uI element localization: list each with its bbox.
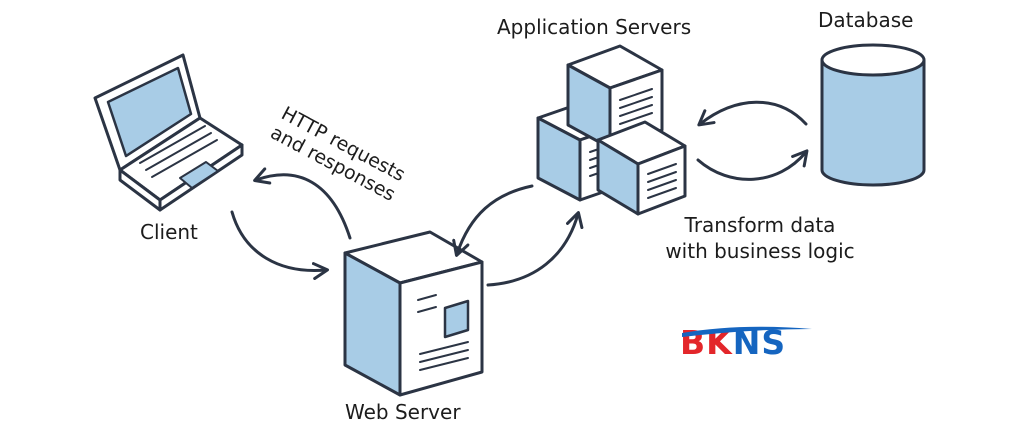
arrow-web-to-client: [253, 167, 352, 240]
web-server-label: Web Server: [345, 400, 461, 424]
logo-wordmark: BKNS: [680, 325, 786, 361]
logo-swoosh-icon: [682, 326, 812, 337]
arrow-web-to-app: [486, 211, 584, 287]
app-servers-label: Application Servers: [497, 15, 692, 39]
server-tower-icon: [343, 230, 484, 397]
database-cylinder-icon: [820, 43, 926, 187]
arrow-db-to-app: [697, 100, 808, 127]
arrow-app-to-db: [696, 149, 809, 181]
database-label: Database: [818, 8, 914, 32]
arrow-app-to-web: [452, 184, 534, 257]
server-cubes-icon: [536, 44, 687, 216]
transform-annotation: Transform data with business logic: [665, 213, 855, 263]
client-label: Client: [140, 220, 198, 244]
laptop-icon: [93, 53, 244, 212]
brand-logo: BKNS: [680, 325, 815, 373]
arrow-client-to-web: [230, 210, 329, 281]
